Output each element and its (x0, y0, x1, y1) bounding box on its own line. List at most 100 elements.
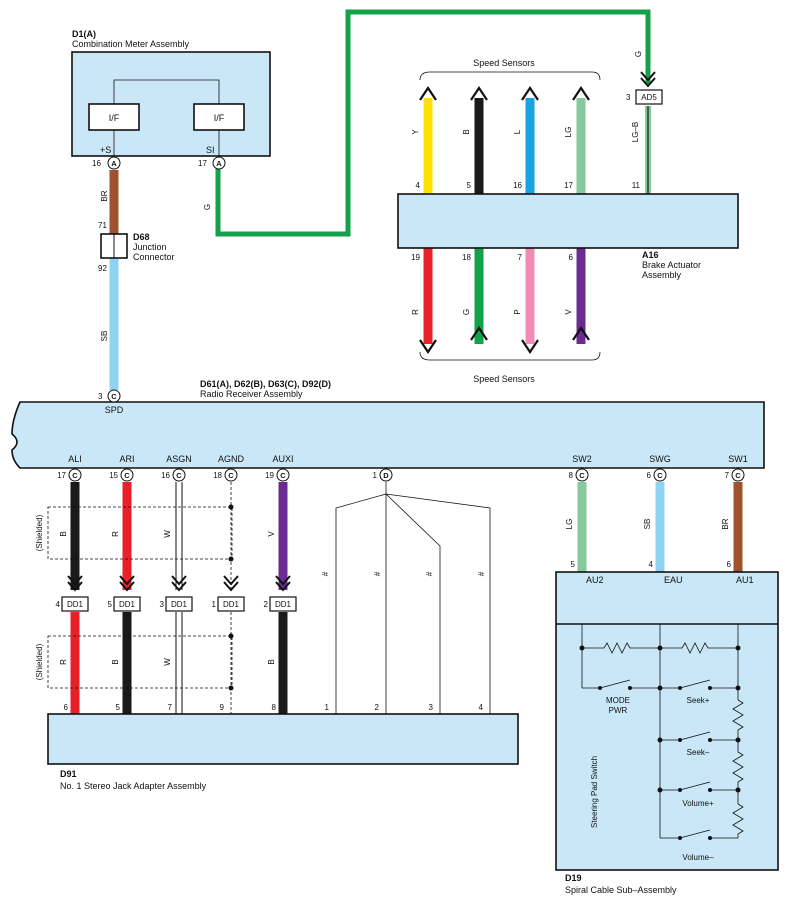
svg-text:C: C (111, 392, 117, 401)
svg-text:A16: A16 (642, 250, 659, 260)
radio-pin-num: 17 (57, 471, 66, 480)
meter-conn-si: A (212, 156, 226, 170)
svg-text:SPD: SPD (105, 405, 124, 415)
radio-pin-label: AGND (218, 454, 245, 464)
svg-text:C: C (280, 471, 286, 480)
brake-bottom-wire-color: G (462, 309, 471, 315)
radio-pin-num: 18 (213, 471, 222, 480)
svg-text:Spiral Cable Sub–Assembly: Spiral Cable Sub–Assembly (565, 885, 677, 895)
dd1-connector (165, 596, 193, 612)
dd1-label: DD1 (67, 600, 84, 609)
radio-pin-conn: C (224, 468, 238, 482)
svg-text:G: G (203, 204, 212, 210)
svg-text:3: 3 (98, 392, 103, 401)
svg-text:No. 1 Stereo Jack Adapter Ass: No. 1 Stereo Jack Adapter Assembly (60, 781, 207, 791)
svg-text:71: 71 (98, 221, 107, 230)
radio-pin-num: 15 (109, 471, 118, 480)
radio-receiver-box (11, 401, 765, 469)
spiral-pin-label: AU1 (736, 575, 754, 585)
svg-text:Radio Receiver Assembly: Radio Receiver Assembly (200, 389, 303, 399)
dd1-pin-num: 4 (56, 600, 61, 609)
radio-pin-conn: C (172, 468, 186, 482)
radio-conn-spd: C (107, 389, 121, 403)
spiral-pin-label: EAU (664, 575, 683, 585)
spiral-pin-num: 5 (571, 560, 576, 569)
jack-pin-num: 5 (116, 703, 121, 712)
radio-pin-label: AUXI (272, 454, 293, 464)
radio-pin-conn: C (653, 468, 667, 482)
brake-bottom-pin-num: 18 (462, 253, 471, 262)
svg-text:SI: SI (206, 145, 215, 155)
brake-top-pin-num: 4 (416, 181, 421, 190)
dd1-label: DD1 (171, 600, 188, 609)
radio-pin-label: ARI (119, 454, 134, 464)
dd1-connector (61, 596, 89, 612)
brake-bottom-wire-color: V (564, 309, 573, 315)
shield-lower (47, 635, 233, 689)
svg-text:I/F: I/F (214, 113, 225, 123)
svg-text:Junction: Junction (133, 242, 167, 252)
svg-text:#: # (425, 571, 434, 576)
radio-pin-label: ASGN (166, 454, 192, 464)
switch-circuit (581, 624, 744, 839)
switch-label-mode: MODE (606, 696, 630, 705)
dd1-connector (217, 596, 245, 612)
dd1-pin-num: 5 (108, 600, 113, 609)
radio-pin-conn: C (276, 468, 290, 482)
svg-text:C: C (124, 471, 130, 480)
dd1-label: DD1 (119, 600, 136, 609)
svg-text:C: C (228, 471, 234, 480)
meter-if-right (193, 103, 245, 131)
radio-pin-num: 19 (265, 471, 274, 480)
svg-text:+S: +S (100, 145, 111, 155)
switch-label-volume-minus: Volume– (682, 853, 714, 862)
svg-text:D: D (383, 471, 389, 480)
radio-pin-label: SW1 (728, 454, 748, 464)
svg-text:G: G (634, 51, 643, 57)
stereo-jack-box (47, 713, 519, 765)
dd1-connector (113, 596, 141, 612)
svg-text:A: A (111, 159, 117, 168)
switch-label-seek-minus: Seek– (687, 748, 710, 757)
svg-text:Assembly: Assembly (642, 270, 682, 280)
brake-bottom-pin-num: 6 (569, 253, 574, 262)
brake-top-wire-color: B (462, 129, 471, 134)
jack-pin-num: 2 (375, 703, 380, 712)
radio-pin-conn: C (731, 468, 745, 482)
spiral-pin-num: 4 (649, 560, 654, 569)
svg-text:C: C (657, 471, 663, 480)
svg-text:3: 3 (626, 93, 631, 102)
lower-wire-color: W (163, 658, 172, 666)
brake-bottom-wire-color: P (513, 309, 522, 314)
lower-wire-color: B (111, 659, 120, 664)
shield-upper (47, 506, 233, 560)
radio-pin-label: SWG (649, 454, 671, 464)
brake-bottom-pin-num: 19 (411, 253, 420, 262)
brake-top-pin-num: 16 (513, 181, 522, 190)
svg-text:C: C (72, 471, 78, 480)
spiral-wire-color: BR (721, 518, 730, 529)
svg-text:#: # (373, 571, 382, 576)
brake-top-pin-num: 11 (632, 181, 641, 190)
radio-pin-num: 16 (161, 471, 170, 480)
svg-text:D61(A), D62(B), D63(C), D92(D): D61(A), D62(B), D63(C), D92(D) (200, 379, 331, 389)
dd1-pin-num: 2 (264, 600, 269, 609)
upper-wire-color: R (111, 531, 120, 537)
radio-pin-conn: C (68, 468, 82, 482)
spiral-pin-label: AU2 (586, 575, 604, 585)
svg-text:AD5: AD5 (641, 93, 657, 102)
meter-conn-s: A (107, 156, 121, 170)
dd1-connector (269, 596, 297, 612)
upper-wire-color: W (163, 530, 172, 538)
svg-text:D91: D91 (60, 769, 77, 779)
jack-pin-num: 8 (272, 703, 277, 712)
ad5-connector (635, 89, 663, 105)
jack-pin-num: 4 (479, 703, 484, 712)
radio-pin-conn: D (379, 468, 393, 482)
brake-top-wire-color: L (513, 129, 522, 134)
radio-pin-num: 6 (647, 471, 652, 480)
jack-pin-num: 7 (168, 703, 173, 712)
svg-text:D68: D68 (133, 232, 150, 242)
svg-text:C: C (579, 471, 585, 480)
